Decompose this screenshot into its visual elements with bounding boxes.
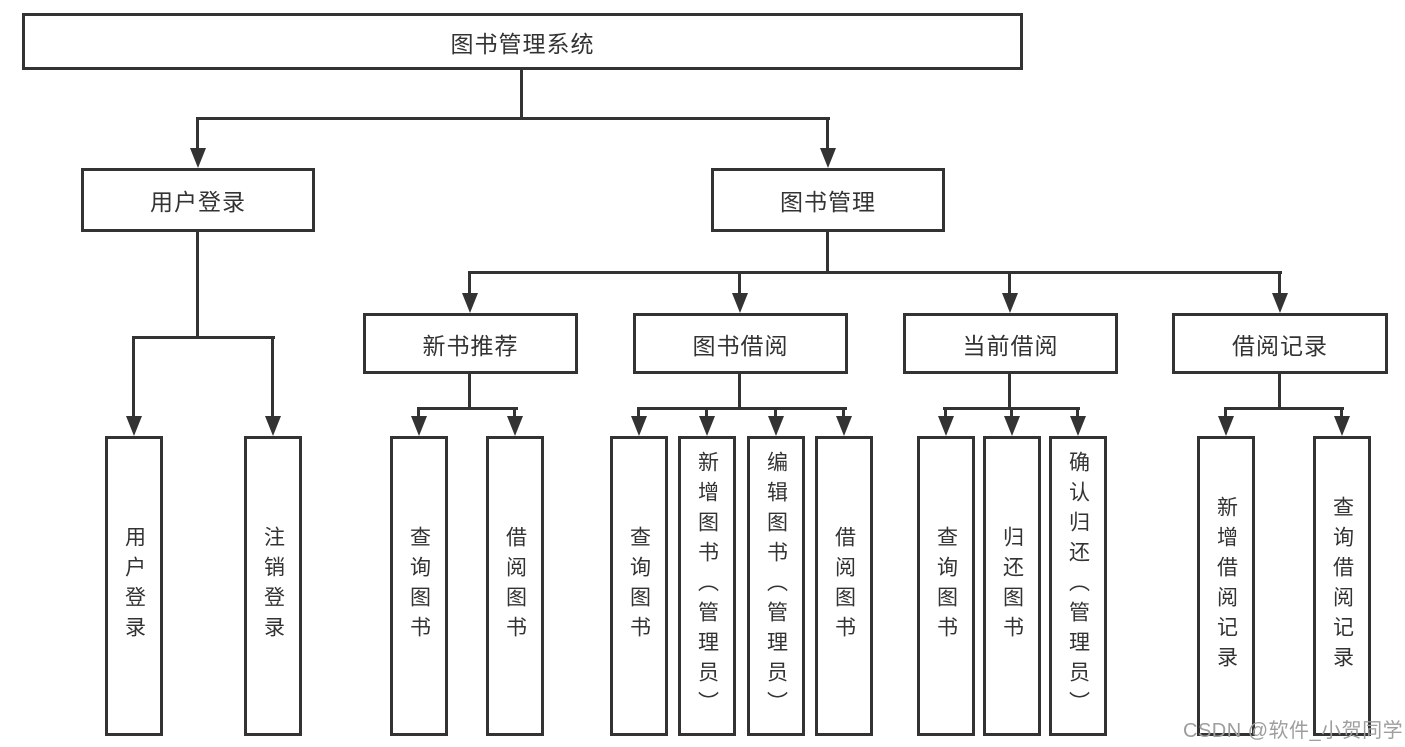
- node-book-management-branch: 图书管理: [711, 168, 945, 232]
- connector-books-arrow-line: [826, 118, 829, 150]
- node-book-borrowing: 图书借阅: [633, 313, 848, 374]
- connector-logout-arrow-line: [271, 338, 274, 418]
- connector-login-arrow-line: [132, 338, 135, 418]
- connector-leaf-arrow-line: [842, 408, 845, 418]
- connector-books-branch-rail: [468, 271, 1282, 274]
- connector-root-stem: [520, 68, 523, 118]
- connector-leaf-arrow-line: [1010, 408, 1013, 418]
- connector-borrowing-stem: [738, 372, 741, 409]
- connector-leaf-arrow-line: [705, 408, 708, 418]
- arrow-head-icon: [411, 416, 427, 436]
- arrow-head-icon: [1002, 293, 1018, 313]
- connector-recommend-rail: [417, 407, 518, 410]
- connector-root-rail: [196, 117, 830, 120]
- leaf-borrow-edit-books-admin: 编辑图书（管理员）: [747, 436, 805, 736]
- arrow-head-icon: [462, 293, 478, 313]
- leaf-records-query-record: 查询借阅记录: [1313, 436, 1371, 736]
- connector-leaf-arrow-line: [774, 408, 777, 418]
- csdn-watermark: CSDN @软件_小贺同学: [1183, 720, 1404, 742]
- arrow-head-icon: [126, 416, 142, 436]
- leaf-recommend-borrow-books: 借阅图书: [486, 436, 544, 736]
- connector-records-stem: [1278, 372, 1281, 409]
- connector-user-branch-rail: [132, 336, 275, 339]
- connector-user-branch-stem: [196, 230, 199, 338]
- connector-leaf-arrow-line: [1224, 408, 1227, 418]
- node-library-management-system: 图书管理系统: [22, 13, 1023, 70]
- leaf-logout: 注销登录: [244, 436, 302, 736]
- connector-records-rail: [1224, 407, 1344, 410]
- leaf-borrow-query-books: 查询图书: [610, 436, 668, 736]
- arrow-head-icon: [820, 148, 836, 168]
- leaf-user-login: 用户登录: [105, 436, 163, 736]
- arrow-head-icon: [836, 416, 852, 436]
- arrow-head-icon: [507, 416, 523, 436]
- arrow-head-icon: [631, 416, 647, 436]
- connector-leaf-arrow-line: [513, 408, 516, 418]
- node-user-login-branch: 用户登录: [81, 168, 315, 232]
- arrow-head-icon: [938, 416, 954, 436]
- arrow-head-icon: [1004, 416, 1020, 436]
- connector-recommend-arrow-line: [468, 272, 471, 294]
- connector-current-arrow-line: [1008, 272, 1011, 294]
- leaf-borrow-borrow-books: 借阅图书: [815, 436, 873, 736]
- arrow-head-icon: [699, 416, 715, 436]
- connector-borrowing-rail: [637, 407, 847, 410]
- connector-borrowing-arrow-line: [738, 272, 741, 294]
- arrow-head-icon: [732, 293, 748, 313]
- connector-records-arrow-line: [1278, 272, 1281, 294]
- node-current-borrowing: 当前借阅: [903, 313, 1118, 374]
- leaf-current-confirm-return-admin: 确认归还（管理员）: [1049, 436, 1107, 736]
- connector-leaf-arrow-line: [1076, 408, 1079, 418]
- arrow-head-icon: [190, 148, 206, 168]
- arrow-head-icon: [1334, 416, 1350, 436]
- arrow-head-icon: [265, 416, 281, 436]
- connector-recommend-stem: [468, 372, 471, 409]
- arrow-head-icon: [768, 416, 784, 436]
- connector-current-stem: [1008, 372, 1011, 409]
- node-borrowing-records: 借阅记录: [1172, 313, 1388, 374]
- leaf-borrow-add-books-admin: 新增图书（管理员）: [678, 436, 736, 736]
- node-new-book-recommend: 新书推荐: [363, 313, 578, 374]
- arrow-head-icon: [1070, 416, 1086, 436]
- connector-books-branch-stem: [826, 230, 829, 273]
- leaf-current-query-books: 查询图书: [917, 436, 975, 736]
- arrow-head-icon: [1272, 293, 1288, 313]
- connector-leaf-arrow-line: [637, 408, 640, 418]
- connector-user-arrow-line: [196, 118, 199, 150]
- leaf-records-add-record: 新增借阅记录: [1197, 436, 1255, 736]
- arrow-head-icon: [1218, 416, 1234, 436]
- connector-leaf-arrow-line: [944, 408, 947, 418]
- connector-leaf-arrow-line: [417, 408, 420, 418]
- connector-leaf-arrow-line: [1340, 408, 1343, 418]
- leaf-current-return-books: 归还图书: [983, 436, 1041, 736]
- leaf-recommend-query-books: 查询图书: [390, 436, 448, 736]
